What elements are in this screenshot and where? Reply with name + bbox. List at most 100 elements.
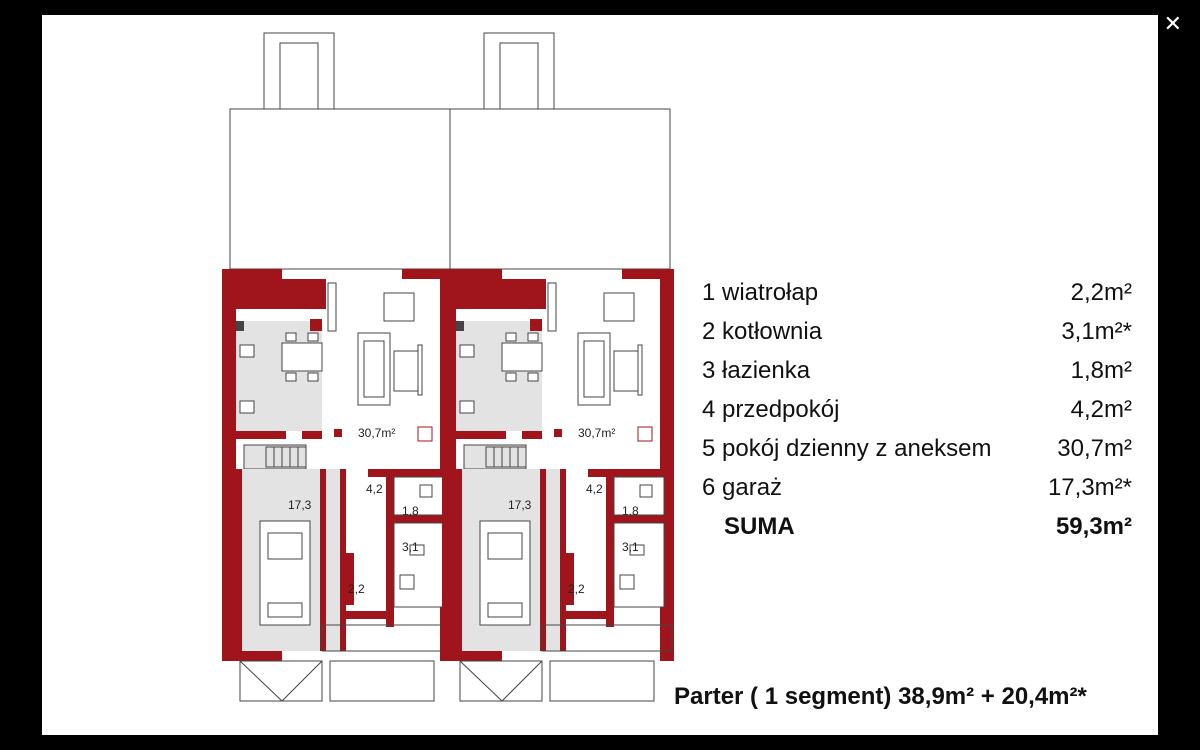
legend-row: 4 przedpokój 4,2m² <box>702 396 1142 435</box>
toilet <box>639 484 653 498</box>
interior-wall <box>302 431 322 439</box>
room-area: 4,2m² <box>1070 396 1132 423</box>
room-area: 30,7m² <box>1057 435 1132 462</box>
legend-row: 3 łazienka 1,8m² <box>702 357 1142 396</box>
legend-row: 6 garaż 17,3m²* <box>702 474 1142 513</box>
chimney-outline <box>263 32 335 110</box>
stair-step <box>517 446 527 468</box>
wall-post <box>310 319 322 331</box>
garage-wall <box>540 469 546 651</box>
tv <box>637 344 643 396</box>
interior-wall <box>588 469 674 477</box>
interior-wall <box>340 469 346 651</box>
room-area: 3,1m²* <box>1061 318 1132 345</box>
toilet <box>419 484 433 498</box>
legend-total-row: SUMA 59,3m² <box>702 513 1142 552</box>
level-marker <box>554 429 562 437</box>
room-name: 3 łazienka <box>702 357 811 384</box>
stove <box>459 344 475 358</box>
stove <box>239 344 255 358</box>
apron-line <box>281 660 323 702</box>
apron-line <box>459 660 503 702</box>
total-area: 59,3m² <box>1055 513 1132 540</box>
chair <box>527 332 539 342</box>
car-windshield <box>267 532 303 560</box>
boiler-tank <box>399 574 415 590</box>
interior-wall <box>566 611 606 619</box>
porch-area-label: 2,2 <box>568 582 585 596</box>
boiler-room <box>613 522 665 608</box>
room-area: 2,2m² <box>1070 279 1132 306</box>
interior-wall <box>368 469 454 477</box>
dining-table <box>281 342 323 372</box>
hall-area-label: 4,2 <box>366 482 383 496</box>
wall-post <box>530 319 542 331</box>
outer-wall <box>442 651 502 661</box>
outer-wall <box>402 269 454 279</box>
boiler-area-label: 3,1 <box>402 540 419 554</box>
car-rear-window <box>267 602 303 618</box>
garage-wall <box>236 469 242 651</box>
porch-area <box>541 624 673 652</box>
tv <box>417 344 423 396</box>
sink <box>459 400 475 414</box>
sofa-cushion <box>363 340 385 398</box>
ventilation-icon <box>417 426 433 442</box>
interior-wall <box>606 477 614 627</box>
boiler-room <box>393 522 445 608</box>
garage-area-label: 17,3 <box>288 498 312 512</box>
close-icon[interactable]: ✕ <box>1163 12 1182 37</box>
bathroom <box>393 476 445 516</box>
tv-cabinet <box>613 350 639 392</box>
interior-wall <box>566 553 574 605</box>
sofa-cushion <box>583 340 605 398</box>
legend-row: 1 wiatrołap 2,2m² <box>702 279 1142 318</box>
armchair <box>603 292 635 322</box>
room-name: 2 kotłownia <box>702 318 823 345</box>
porch-steps <box>329 660 435 702</box>
interior-wall <box>346 553 354 605</box>
outer-wall <box>222 269 282 279</box>
chair <box>307 332 319 342</box>
hall-area-label: 4,2 <box>586 482 603 496</box>
boiler <box>409 544 425 556</box>
wall-post <box>236 321 244 331</box>
chimney-inner <box>499 42 539 110</box>
wall-block <box>236 279 326 309</box>
room-area: 1,8m² <box>1070 357 1132 384</box>
garage-wall <box>320 469 326 651</box>
outer-wall <box>222 651 282 661</box>
apron-line <box>501 660 543 702</box>
porch-steps <box>549 660 655 702</box>
garage-area-label: 17,3 <box>508 498 532 512</box>
car-windshield <box>487 532 523 560</box>
outer-wall <box>442 269 502 279</box>
boiler-area-label: 3,1 <box>622 540 639 554</box>
boiler-tank <box>619 574 635 590</box>
room-name: 4 przedpokój <box>702 396 840 423</box>
chair <box>307 372 319 382</box>
outer-wall <box>622 269 674 279</box>
chair <box>527 372 539 382</box>
ventilation-icon <box>637 426 653 442</box>
interior-wall <box>522 431 542 439</box>
bathroom <box>613 476 665 516</box>
interior-wall <box>614 515 664 523</box>
garage-wall <box>456 469 462 651</box>
living-room-area-label: 30,7m² <box>358 426 395 440</box>
interior-wall <box>394 515 444 523</box>
dining-table <box>501 342 543 372</box>
room-name: 1 wiatrołap <box>702 279 819 306</box>
terrace-outline <box>449 108 671 270</box>
legend-row: 5 pokój dzienny z aneksem 30,7m² <box>702 435 1142 474</box>
room-area: 17,3m²* <box>1047 474 1132 501</box>
chair <box>505 332 517 342</box>
bath-area-label: 1,8 <box>622 504 639 518</box>
boiler <box>629 544 645 556</box>
interior-wall <box>456 431 506 439</box>
car-rear-window <box>487 602 523 618</box>
window-frame <box>547 282 557 332</box>
